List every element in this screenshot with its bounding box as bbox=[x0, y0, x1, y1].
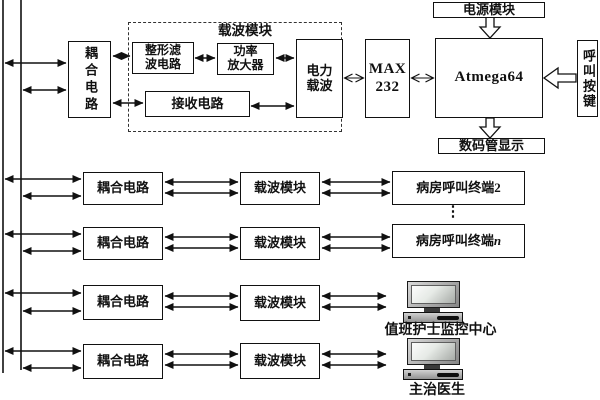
branch1-coupling-circuit-box: 耦合电路 bbox=[83, 172, 163, 205]
max232-line2: 232 bbox=[375, 78, 400, 95]
shaping-filter-box: 整形滤 波电路 bbox=[132, 42, 194, 74]
computer-stand-icon bbox=[424, 308, 440, 312]
shaping-filter-line1: 整形滤 bbox=[144, 43, 181, 58]
arrow-power-to-mcu bbox=[478, 16, 502, 39]
computer-monitor-icon bbox=[407, 281, 460, 308]
branch3-coupling-circuit-box: 耦合电路 bbox=[83, 285, 163, 320]
arrow-callbutton-to-mcu bbox=[542, 66, 577, 90]
nurse-station-computer-icon bbox=[400, 281, 466, 325]
arrow-mcu-to-display bbox=[478, 117, 502, 139]
ward-terminal-n-variable: n bbox=[493, 232, 502, 248]
plc-line2: 载波 bbox=[306, 77, 333, 93]
call-button-box: 呼叫按键 bbox=[577, 40, 598, 117]
plc-line1: 电力 bbox=[306, 62, 333, 78]
double-headed-arrows bbox=[4, 52, 391, 372]
terminals-ellipsis: ⋮ bbox=[445, 204, 461, 220]
branch4-coupling-circuit-box: 耦合电路 bbox=[83, 344, 163, 379]
computer-stand-icon bbox=[424, 365, 440, 369]
nurse-monitoring-center-label: 值班护士监控中心 bbox=[384, 323, 497, 338]
shaping-filter-line2: 波电路 bbox=[144, 57, 181, 71]
power-line-bus bbox=[2, 0, 22, 373]
branch2-carrier-module-box: 载波模块 bbox=[240, 227, 320, 260]
ward-terminal-2-box: 病房呼叫终端2 bbox=[392, 171, 525, 205]
mcu-box: Atmega64 bbox=[435, 38, 543, 118]
branch4-carrier-module-box: 载波模块 bbox=[240, 343, 320, 379]
computer-base-icon bbox=[403, 312, 463, 323]
power-module-box: 电源模块 bbox=[433, 2, 545, 18]
digital-display-box: 数码管显示 bbox=[438, 138, 545, 154]
branch2-coupling-circuit-box: 耦合电路 bbox=[83, 227, 163, 260]
hollow-block-arrows bbox=[478, 16, 577, 139]
receiver-circuit-box: 接收电路 bbox=[145, 91, 250, 117]
branch1-carrier-module-box: 载波模块 bbox=[240, 172, 320, 205]
power-amplifier-line1: 功率 bbox=[233, 44, 258, 59]
power-amplifier-box: 功率 放大器 bbox=[217, 43, 274, 75]
max232-box: MAX 232 bbox=[365, 39, 410, 118]
carrier-module-group-label: 载波模块 bbox=[204, 23, 286, 39]
max232-line1: MAX bbox=[368, 61, 407, 78]
computer-monitor-icon bbox=[407, 338, 460, 365]
computer-base-icon bbox=[403, 369, 463, 380]
branch3-carrier-module-box: 载波模块 bbox=[240, 285, 320, 321]
master-coupling-circuit-box: 耦合电路 bbox=[68, 41, 111, 118]
ward-terminal-n-text: 病房呼叫终端 bbox=[415, 232, 494, 248]
doctor-computer-icon bbox=[400, 338, 466, 382]
attending-doctor-label: 主治医生 bbox=[409, 383, 465, 398]
power-line-carrier-box: 电力 载波 bbox=[296, 39, 343, 118]
power-amplifier-line2: 放大器 bbox=[227, 58, 264, 72]
